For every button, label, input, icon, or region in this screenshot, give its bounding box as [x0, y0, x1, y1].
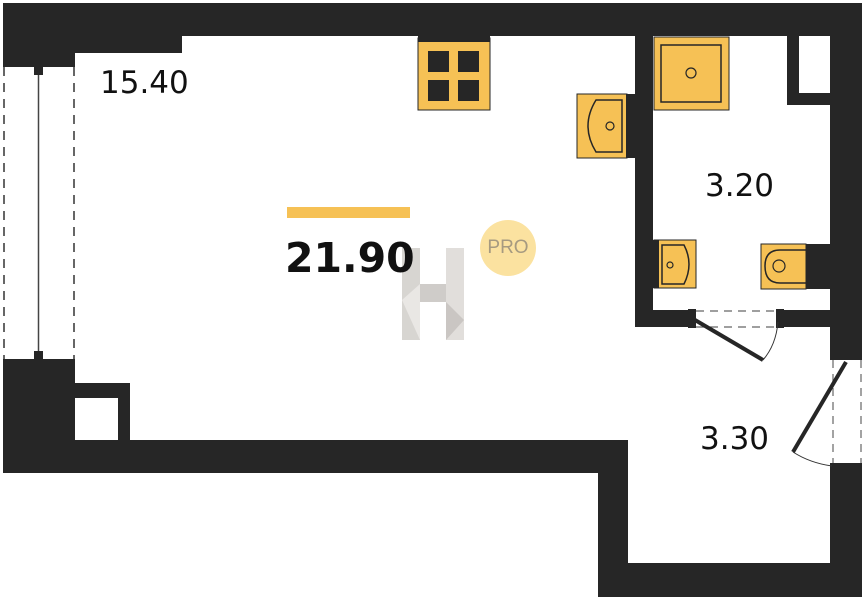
total-area: 21.90	[285, 234, 415, 282]
area-accent-bar	[287, 207, 410, 218]
wall-left-upper	[3, 3, 75, 65]
wall-shaft-left	[787, 36, 799, 105]
pro-badge: PRO	[480, 220, 536, 276]
wall-bathroom-bottom-left	[635, 310, 692, 327]
wall-bathroom-bottom-right	[780, 310, 830, 327]
wall-bottom-right	[598, 563, 862, 597]
stove-icon	[417, 36, 491, 111]
niche-inner	[75, 398, 118, 440]
bathroom-sink-icon	[653, 239, 697, 289]
wall-bottom-left	[3, 440, 628, 473]
wall-right-upper	[830, 3, 862, 358]
room-area-bathroom: 3.20	[705, 168, 775, 204]
room-area-hallway: 3.30	[700, 421, 770, 457]
bathroom-door	[688, 309, 784, 362]
wall-right-lower	[830, 465, 862, 597]
h-logo-watermark	[402, 248, 464, 340]
wall-bathroom-left	[635, 36, 653, 327]
entrance-door	[791, 353, 862, 470]
shower-icon	[653, 36, 730, 111]
window	[3, 62, 75, 364]
wall-shaft-bottom	[787, 93, 832, 105]
room-area-living: 15.40	[100, 65, 189, 101]
toilet-icon	[760, 243, 830, 290]
kitchen-sink-icon	[576, 93, 635, 159]
